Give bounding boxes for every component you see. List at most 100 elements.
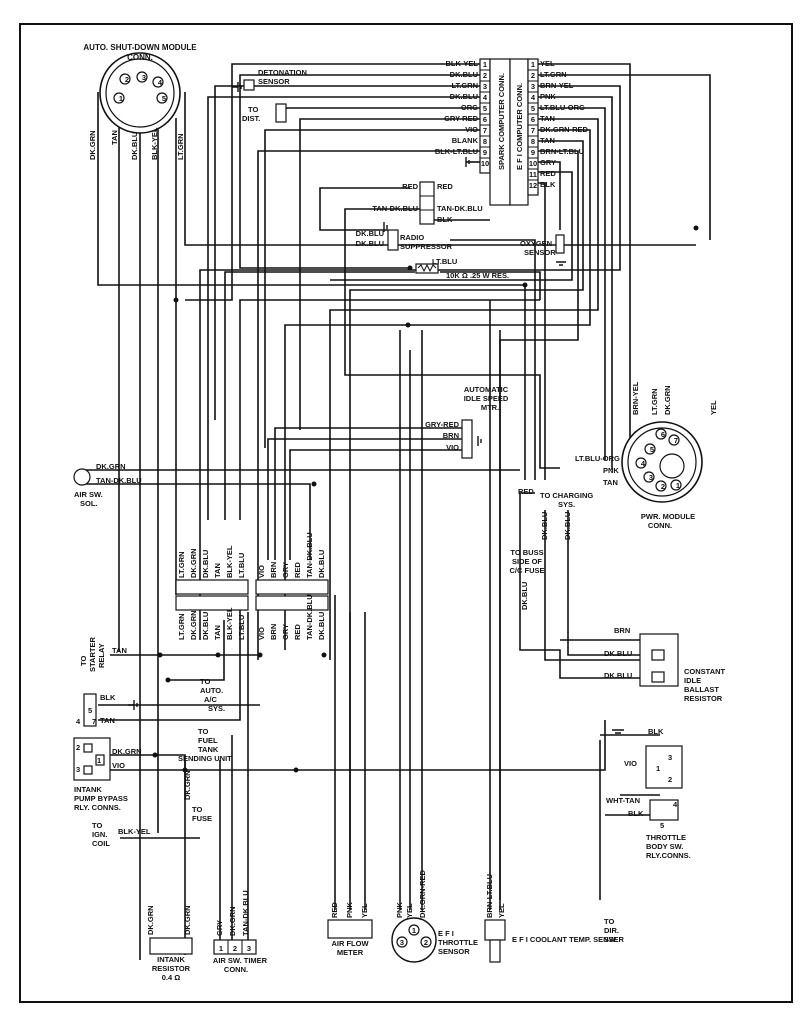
svg-text:3: 3 xyxy=(247,944,251,953)
svg-text:BLANK: BLANK xyxy=(452,136,479,145)
svg-text:3: 3 xyxy=(668,753,672,762)
svg-text:GRY-RED: GRY-RED xyxy=(444,114,478,123)
svg-text:5: 5 xyxy=(531,104,535,113)
svg-text:DK.BLU: DK.BLU xyxy=(317,612,326,640)
svg-text:BRN-YEL: BRN-YEL xyxy=(631,381,640,415)
radio-suppressor-box xyxy=(387,229,399,251)
svg-text:THROTTLE: THROTTLE xyxy=(438,938,478,947)
svg-text:GRY: GRY xyxy=(281,562,290,578)
svg-text:BODY SW.: BODY SW. xyxy=(646,842,683,851)
svg-text:9: 9 xyxy=(531,148,535,157)
svg-text:A/C: A/C xyxy=(204,695,218,704)
svg-text:DK.GRN-RED: DK.GRN-RED xyxy=(418,870,427,918)
svg-text:LT.BLU: LT.BLU xyxy=(432,257,457,266)
svg-text:PNK: PNK xyxy=(345,902,354,918)
svg-text:BALLAST: BALLAST xyxy=(684,685,719,694)
svg-text:1: 1 xyxy=(219,944,223,953)
svg-text:1: 1 xyxy=(656,764,660,773)
svg-text:1: 1 xyxy=(119,94,123,103)
svg-text:LT.GRN: LT.GRN xyxy=(176,133,185,160)
ground-symbols xyxy=(128,82,624,734)
svg-text:DK.BLU: DK.BLU xyxy=(604,671,632,680)
svg-text:DETONATION: DETONATION xyxy=(258,68,307,77)
asd-module-connector xyxy=(99,52,181,134)
svg-text:DIR.: DIR. xyxy=(604,926,619,935)
svg-text:TAN: TAN xyxy=(110,130,119,145)
svg-text:TAN-DK.BLU: TAN-DK.BLU xyxy=(305,532,314,578)
svg-text:DK.GRN: DK.GRN xyxy=(112,747,142,756)
svg-text:BLK-LT.BLU: BLK-LT.BLU xyxy=(435,147,478,156)
svg-text:DK.BLU: DK.BLU xyxy=(563,512,572,540)
svg-text:7: 7 xyxy=(674,436,678,445)
svg-text:4: 4 xyxy=(158,78,163,87)
svg-text:PNK: PNK xyxy=(603,466,619,475)
svg-text:E F I COOLANT TEMP. SENSER: E F I COOLANT TEMP. SENSER xyxy=(512,935,625,944)
svg-text:DK.BLU: DK.BLU xyxy=(317,550,326,578)
spark-pin-numbers: 1 2 3 4 5 6 7 8 9 10 xyxy=(481,60,489,168)
throttle-relay-bottom xyxy=(649,799,679,821)
pwr-pin-5 xyxy=(644,443,656,455)
svg-text:SYS.: SYS. xyxy=(208,704,225,713)
throttle-sensor-shape xyxy=(391,917,437,963)
mid-splice-connector xyxy=(419,181,435,225)
svg-text:RED: RED xyxy=(402,182,418,191)
svg-text:BLK-YEL: BLK-YEL xyxy=(150,127,159,160)
asd-title: AUTO. SHUT-DOWN MODULE xyxy=(83,43,197,52)
svg-text:3: 3 xyxy=(400,938,404,947)
asd-pin-2 xyxy=(119,73,131,85)
svg-text:DK.GRN: DK.GRN xyxy=(146,905,155,935)
svg-text:BLK-YEL: BLK-YEL xyxy=(225,607,234,640)
svg-text:VIO: VIO xyxy=(624,759,637,768)
svg-text:CONN.: CONN. xyxy=(224,965,248,974)
air-flow-meter-box xyxy=(327,919,373,939)
svg-text:TAN-DK.BLU: TAN-DK.BLU xyxy=(372,204,418,213)
svg-text:SENSOR: SENSOR xyxy=(258,77,290,86)
svg-text:3: 3 xyxy=(531,82,535,91)
diagram-frame xyxy=(19,23,793,1003)
left-connector-bottom xyxy=(175,595,249,611)
svg-text:LT.GRN: LT.GRN xyxy=(177,551,186,578)
svg-text:6: 6 xyxy=(661,430,665,439)
svg-text:TANK: TANK xyxy=(198,745,219,754)
svg-text:YEL: YEL xyxy=(540,59,555,68)
svg-text:3: 3 xyxy=(483,82,487,91)
svg-text:SYS.: SYS. xyxy=(558,500,575,509)
svg-text:PWR. MODULE: PWR. MODULE xyxy=(641,512,695,521)
svg-text:TAN: TAN xyxy=(540,114,555,123)
efi-conn-title: E F I COMPUTER CONN. xyxy=(515,83,524,170)
svg-text:VIO: VIO xyxy=(257,565,266,578)
spark-left-labels: BLK-YEL DK.BLU LT.GRN DK.BLU ORG GRY-RED… xyxy=(435,59,479,156)
svg-text:RLY.CONNS.: RLY.CONNS. xyxy=(646,851,691,860)
svg-text:LT.BLU: LT.BLU xyxy=(237,615,246,640)
svg-text:DK.BLU: DK.BLU xyxy=(604,649,632,658)
svg-text:TO: TO xyxy=(192,805,202,814)
svg-text:TAN: TAN xyxy=(213,563,222,578)
coolant-sensor-shape xyxy=(484,919,506,963)
svg-text:SOL.: SOL. xyxy=(80,499,98,508)
svg-text:1: 1 xyxy=(412,926,416,935)
svg-text:TAN-DK.BLU: TAN-DK.BLU xyxy=(241,890,250,936)
spark-computer-connector xyxy=(479,58,539,206)
svg-text:DK.GRN: DK.GRN xyxy=(663,385,672,415)
svg-text:DK.BLU: DK.BLU xyxy=(450,70,478,79)
svg-text:AIR SW.: AIR SW. xyxy=(74,490,103,499)
asd-title-2: CONN. xyxy=(127,53,153,62)
resistor-symbol xyxy=(415,263,439,274)
svg-text:INTANK: INTANK xyxy=(74,785,102,794)
svg-text:10: 10 xyxy=(481,159,489,168)
svg-text:TO CHARGING: TO CHARGING xyxy=(540,491,593,500)
oxygen-sensor-box xyxy=(555,234,565,254)
mid-conn-bottom-labels: VIO BRN GRY RED TAN-DK.BLU DK.BLU xyxy=(257,594,326,640)
dist-connector-box xyxy=(275,103,287,123)
svg-text:6: 6 xyxy=(531,115,535,124)
pwr-pin-4 xyxy=(635,457,647,469)
svg-text:SIDE OF: SIDE OF xyxy=(512,557,542,566)
svg-text:RED: RED xyxy=(540,169,556,178)
wire-junctions xyxy=(152,225,699,773)
svg-text:SENSOR: SENSOR xyxy=(438,947,470,956)
asd-pin-1 xyxy=(113,92,125,104)
air-switch-solenoid xyxy=(73,468,91,486)
left-connector-top xyxy=(175,579,249,595)
pwr-pin-6 xyxy=(655,428,667,440)
svg-text:LT.BLU: LT.BLU xyxy=(237,553,246,578)
